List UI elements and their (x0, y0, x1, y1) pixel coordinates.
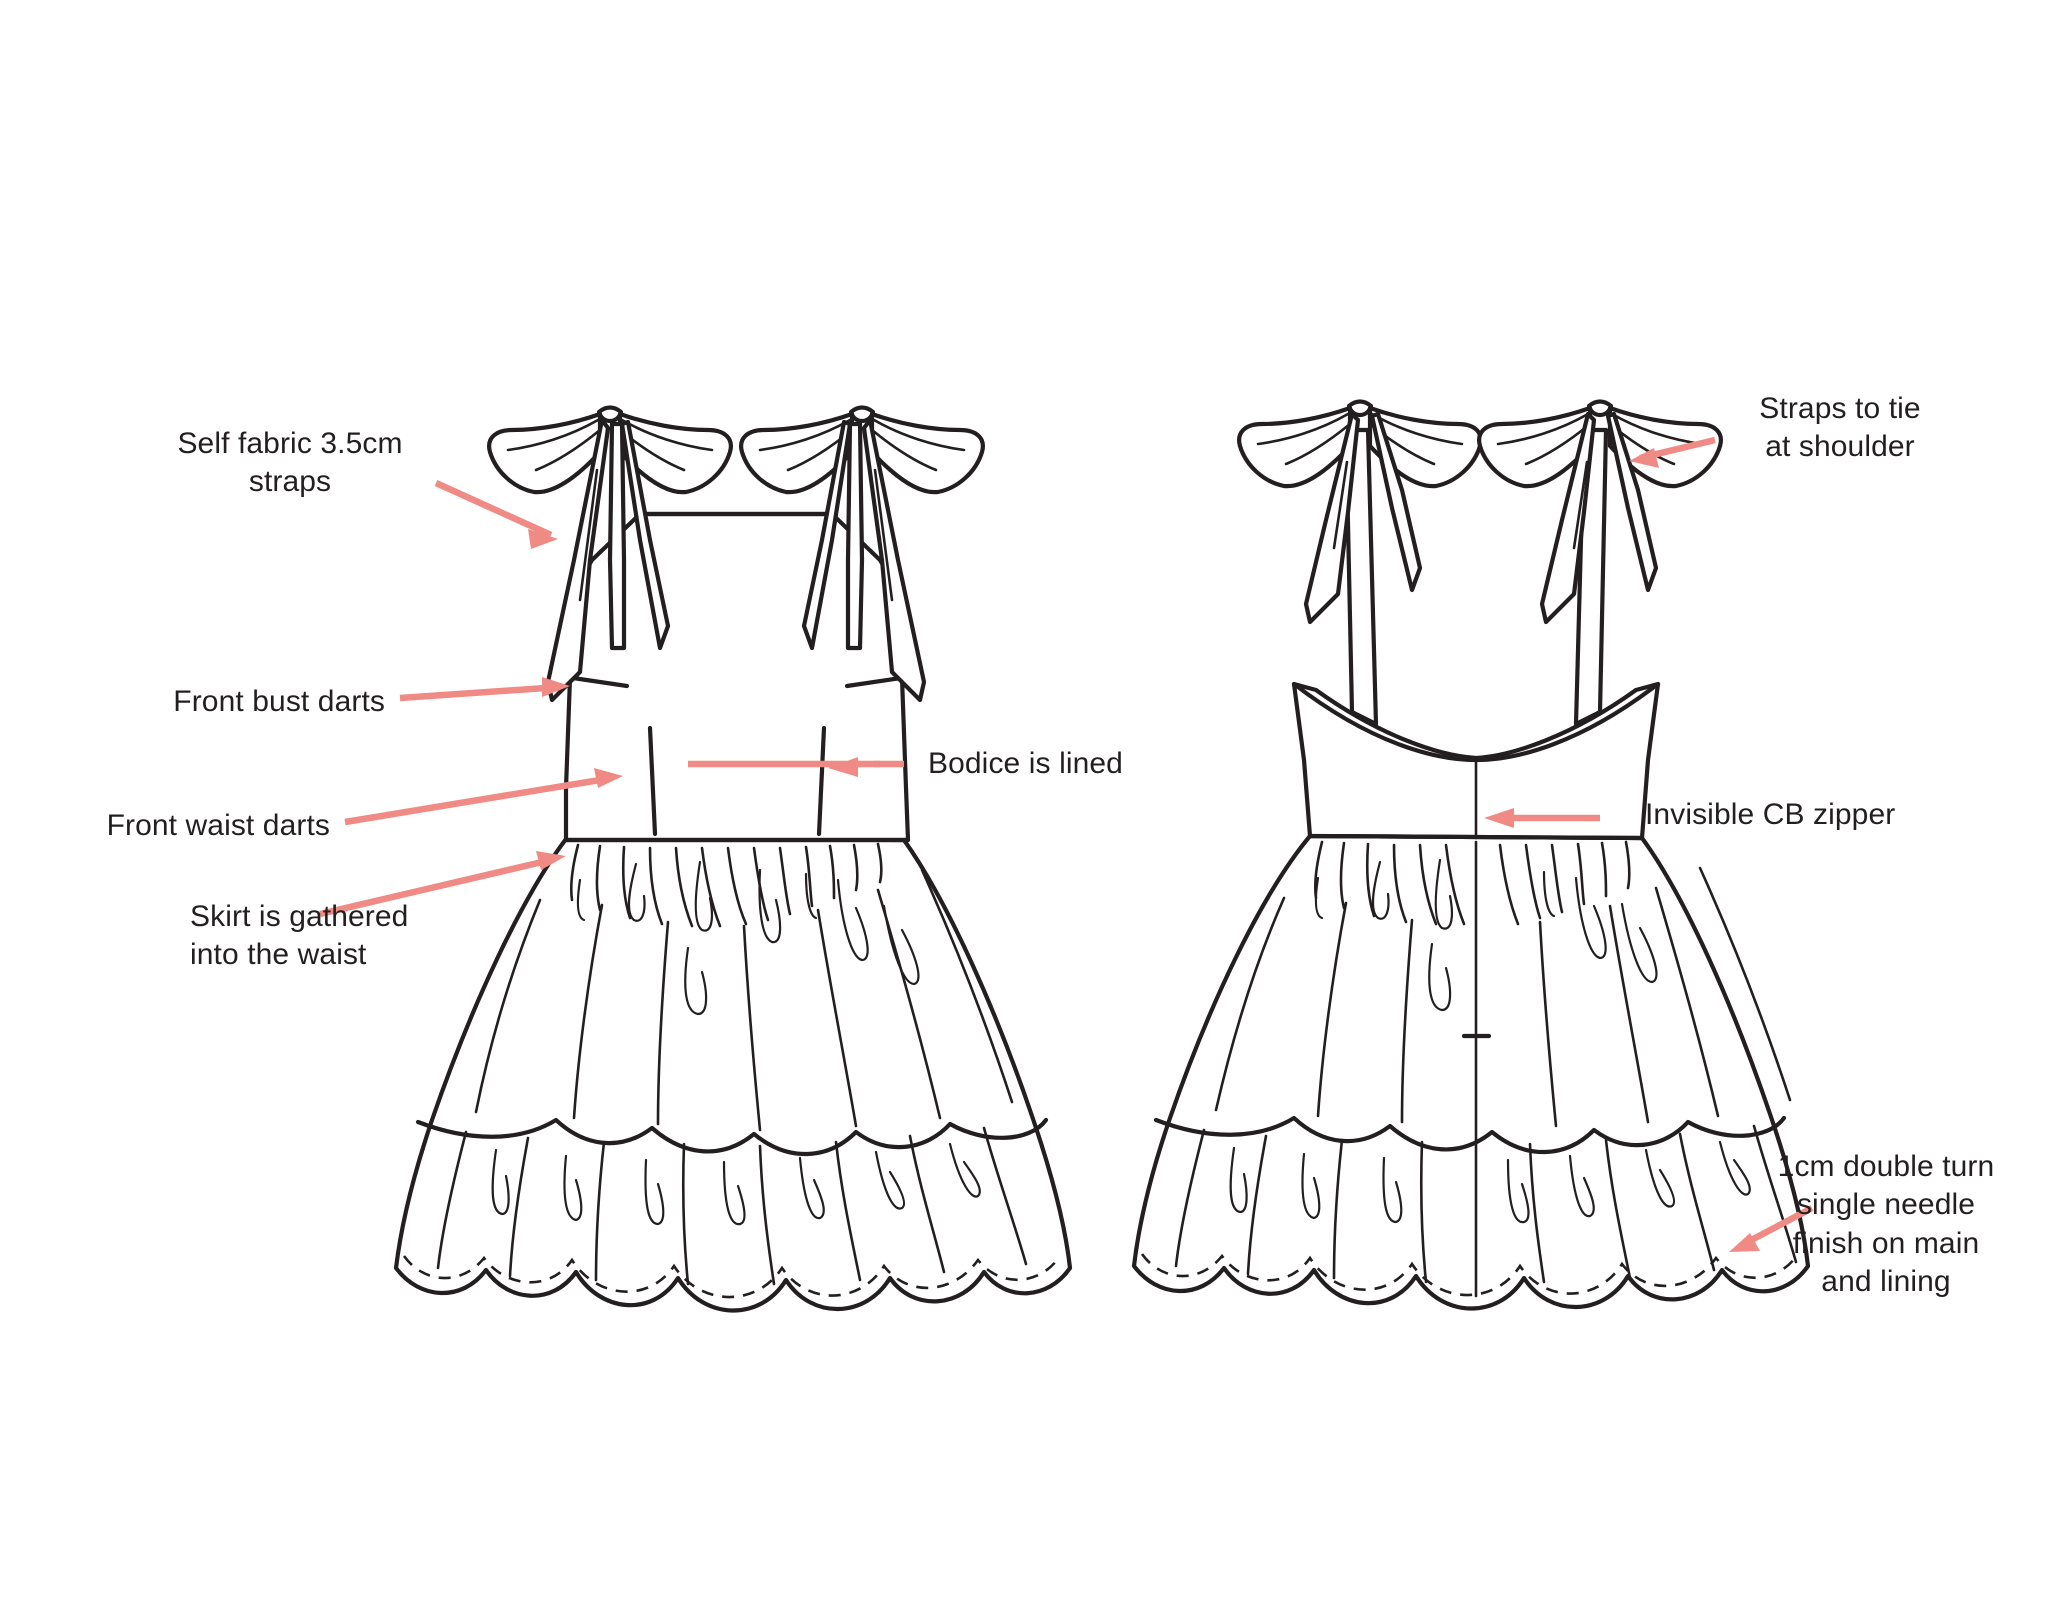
callout-hem-finish: 1cm double turn single needle finish on … (1777, 1150, 1995, 1299)
callout-front-bust-darts: Front bust darts (173, 685, 385, 718)
front-waist-darts (647, 725, 827, 837)
callout-skirt-gathered: Skirt is gathered into the waist (190, 900, 409, 972)
callout-bodice-lined: Bodice is lined (928, 747, 1123, 780)
front-skirt-drape-marks-upper (576, 860, 920, 1016)
arrow-front-waist-darts (344, 768, 623, 826)
front-right-shoulder-bow (739, 405, 985, 703)
front-skirt-drape-marks-lower (491, 1142, 981, 1226)
back-skirt (1131, 833, 1811, 1311)
callout-front-waist-darts: Front waist darts (106, 809, 330, 842)
back-skirt-folds-upper (1214, 866, 1792, 1128)
back-skirt-drape-marks-lower (1229, 1140, 1751, 1224)
back-skirt-drape-marks-upper (1314, 858, 1658, 1012)
callout-arrows-layer: .ar { fill:none; stroke:#F08A85; stroke-… (319, 436, 1814, 1252)
back-left-shoulder-bow (1237, 399, 1483, 625)
back-skirt-folds-lower (1174, 1124, 1798, 1284)
front-left-shoulder-bow (487, 405, 733, 703)
callout-self-fabric-straps: Self fabric 3.5cm straps (177, 427, 403, 499)
callout-straps-tie-shoulder: Straps to tie at shoulder (1759, 392, 1921, 464)
front-skirt (393, 836, 1073, 1313)
front-view (393, 405, 1073, 1313)
arrow-self-fabric-straps (434, 480, 558, 549)
back-bodice (1291, 681, 1661, 841)
arrow-skirt-gathered (319, 851, 566, 918)
front-skirt-folds-lower (436, 1126, 1028, 1286)
arrow-bodice-lined (688, 757, 904, 777)
back-right-shoulder-bow (1477, 399, 1723, 625)
back-waist-gathers (1313, 840, 1631, 926)
front-bust-darts (570, 675, 904, 689)
back-view (1131, 399, 1811, 1311)
arrow-straps-tie-shoulder (1629, 436, 1716, 468)
arrow-front-bust-darts (399, 677, 570, 702)
arrow-invisible-cb-zipper (1484, 808, 1600, 828)
arrow-hem-finish (1729, 1205, 1814, 1252)
callout-invisible-cb-zipper: Invisible CB zipper (1645, 798, 1896, 831)
